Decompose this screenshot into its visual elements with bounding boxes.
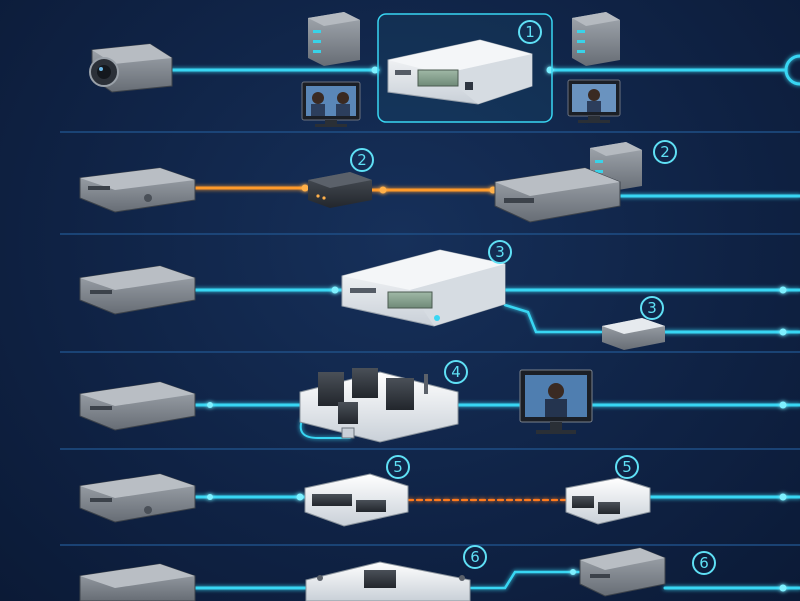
switcher-console-icon <box>299 368 459 443</box>
link-row6-b <box>468 570 582 590</box>
step-label: 1 <box>525 23 535 41</box>
connections <box>168 68 800 590</box>
step-badge: 2 <box>653 140 677 164</box>
recorder-deck-icon <box>494 167 621 223</box>
recorder-deck-icon <box>579 547 666 597</box>
link-row4-loop <box>299 419 351 439</box>
connector-dot <box>570 569 576 575</box>
chassis-icon <box>305 561 471 601</box>
connector-dot <box>207 494 213 500</box>
step-label: 2 <box>660 143 670 161</box>
media-server-icon <box>341 249 506 327</box>
step-label: 5 <box>622 458 632 476</box>
vcr-deck-icon <box>79 265 196 315</box>
step-badge: 3 <box>488 240 512 264</box>
connector-dot <box>779 493 787 501</box>
step-badge: 5 <box>386 455 410 479</box>
step-badge: 5 <box>615 455 639 479</box>
small-adapter-icon <box>602 318 665 350</box>
monitor-icon <box>567 79 621 123</box>
step-label: 6 <box>470 548 480 566</box>
monitor-icon <box>519 369 593 434</box>
connector-dot <box>371 66 379 74</box>
connector-dot <box>779 584 787 592</box>
vcr-deck-icon <box>79 167 196 213</box>
vcr-deck-icon <box>79 473 196 523</box>
step-label: 3 <box>647 299 657 317</box>
converter-box-icon <box>308 172 372 208</box>
step-label: 4 <box>451 363 461 381</box>
link-row3-branch <box>503 303 604 334</box>
connector-dot <box>331 286 339 294</box>
step-label: 6 <box>699 554 709 572</box>
step-badge: 6 <box>692 551 716 575</box>
monitor-icon <box>301 81 361 127</box>
capture-device-icon <box>304 473 409 527</box>
connector-dots <box>207 66 787 592</box>
output-port-icon <box>784 54 800 86</box>
step-label: 2 <box>357 151 367 169</box>
vcr-deck-icon <box>79 563 196 601</box>
step-badge: 4 <box>444 360 468 384</box>
row-dividers <box>60 131 800 546</box>
connector-dot <box>207 402 213 408</box>
server-rack-icon <box>572 12 620 66</box>
vcr-deck-icon <box>79 381 196 431</box>
connector-dot <box>779 286 787 294</box>
connector-dot <box>301 184 309 192</box>
step-badge: 1 <box>518 20 542 44</box>
step-badge: 2 <box>350 148 374 172</box>
step-badge: 6 <box>463 545 487 569</box>
connector-dot <box>296 493 304 501</box>
media-server-icon <box>387 39 533 105</box>
connector-dot <box>779 328 787 336</box>
camera-icon <box>89 43 173 93</box>
step-badges: 1 2 2 3 3 4 5 5 6 6 <box>350 20 716 575</box>
step-label: 3 <box>495 243 505 261</box>
connector-dot <box>779 401 787 409</box>
connector-dot <box>379 186 387 194</box>
step-badge: 3 <box>640 296 664 320</box>
step-label: 5 <box>393 458 403 476</box>
capture-device-icon <box>565 477 651 525</box>
server-rack-icon <box>308 12 360 66</box>
